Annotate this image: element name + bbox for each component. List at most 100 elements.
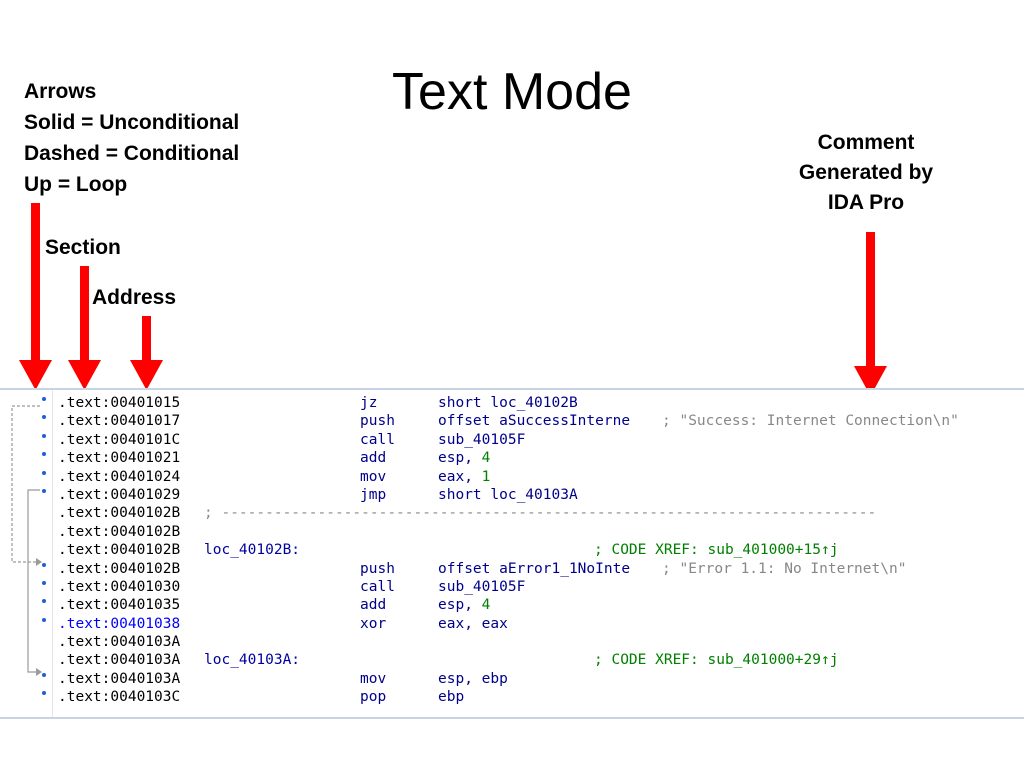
separator-comment: ; --------------------------------------… — [204, 505, 877, 522]
code-line[interactable]: .text:0040102B loc_40102B: ; CODE XREF: su… — [58, 541, 1018, 559]
code-mnemonic: call — [360, 578, 395, 595]
code-address[interactable]: .text:0040103A — [58, 634, 181, 651]
code-line[interactable]: .text:00401030 call sub_40105F — [58, 578, 1018, 596]
section-annotation: Section — [45, 236, 121, 259]
code-immediate: 4 — [472, 450, 491, 467]
address-pointer-shaft — [142, 316, 151, 368]
code-line[interactable]: .text:00401038 xor eax, eax — [58, 615, 1018, 633]
code-operands[interactable]: esp, 4 — [438, 450, 491, 467]
code-line[interactable]: .text:00401035 add esp, 4 — [58, 596, 1018, 614]
code-mnemonic: mov — [360, 670, 387, 687]
code-address[interactable]: .text:00401029 — [58, 486, 181, 503]
code-line[interactable]: .text:00401015 jz short loc_40102B — [58, 394, 1018, 412]
breakpoint-dot[interactable] — [42, 691, 46, 696]
code-operands[interactable]: short loc_40102B — [438, 395, 578, 411]
arrows-legend-up: Up = Loop — [24, 173, 128, 196]
code-address[interactable]: .text:00401038 — [58, 615, 181, 632]
code-line[interactable]: .text:00401024 mov eax, 1 — [58, 468, 1018, 486]
code-address[interactable]: .text:00401017 — [58, 413, 181, 430]
code-line[interactable]: .text:0040102B ; ------------------------… — [58, 504, 1018, 522]
address-annotation: Address — [92, 286, 177, 309]
xref-comment[interactable]: ; CODE XREF: sub_401000+29↑j — [594, 652, 839, 669]
unconditional-jump-arrow — [27, 489, 40, 673]
code-line[interactable]: .text:0040103A — [58, 633, 1018, 651]
code-address[interactable]: .text:0040102B — [58, 523, 181, 540]
code-address[interactable]: .text:0040102B — [58, 560, 181, 577]
code-mnemonic: add — [360, 597, 387, 614]
arrows-pointer-head — [19, 360, 52, 390]
breakpoint-dot[interactable] — [42, 617, 46, 622]
code-line[interactable]: .text:0040102B push offset aError1_1NoInte… — [58, 560, 1018, 578]
code-operands[interactable]: eax, 1 — [438, 468, 491, 485]
code-operands[interactable]: short loc_40103A — [438, 486, 578, 503]
comment-annotation-line-2: Generated by — [798, 161, 934, 184]
code-mnemonic: jz — [360, 395, 378, 411]
code-line[interactable]: .text:00401017 push offset aSuccessInterne… — [58, 412, 1018, 430]
arrows-legend-dashed: Dashed = Conditional — [24, 142, 240, 165]
code-address[interactable]: .text:00401015 — [58, 395, 181, 411]
code-address[interactable]: .text:0040103A — [58, 670, 181, 687]
breakpoint-dot[interactable] — [42, 489, 46, 493]
arrows-gutter — [0, 390, 53, 717]
code-address[interactable]: .text:00401030 — [58, 578, 181, 595]
code-address[interactable]: .text:00401021 — [58, 450, 181, 467]
code-mnemonic: push — [360, 560, 395, 577]
code-address[interactable]: .text:0040103A — [58, 652, 181, 669]
code-label[interactable]: loc_40103A: — [204, 652, 301, 669]
code-mnemonic: xor — [360, 615, 387, 632]
code-operands[interactable]: sub_40105F — [438, 431, 526, 448]
breakpoint-dot[interactable] — [42, 581, 46, 585]
comment-pointer-shaft — [866, 232, 875, 372]
code-line[interactable]: .text:0040101C call sub_40105F — [58, 431, 1018, 449]
conditional-arrow-head — [36, 558, 42, 566]
code-mnemonic: mov — [360, 468, 387, 485]
breakpoint-dot[interactable] — [42, 470, 46, 475]
code-comment: ; "Error 1.1: No Internet\n" — [662, 560, 907, 577]
code-immediate: 4 — [472, 597, 491, 614]
code-address[interactable]: .text:0040103C — [58, 689, 181, 706]
comment-pointer-head — [854, 366, 887, 396]
slide-title: Text Mode — [392, 63, 632, 121]
section-pointer-head — [68, 360, 101, 390]
code-operands[interactable]: offset aError1_1NoInte — [438, 560, 631, 577]
breakpoint-dot[interactable] — [42, 452, 46, 457]
branch-arrows — [11, 405, 42, 676]
code-address[interactable]: .text:00401024 — [58, 468, 181, 485]
code-line[interactable]: .text:0040103A mov esp, ebp — [58, 670, 1018, 688]
code-operands[interactable]: offset aSuccessInterne — [438, 413, 631, 430]
conditional-jump-arrow — [11, 405, 40, 563]
breakpoint-dot[interactable] — [42, 433, 46, 438]
xref-comment[interactable]: ; CODE XREF: sub_401000+15↑j — [594, 542, 839, 559]
code-operands[interactable]: esp, ebp — [438, 670, 508, 687]
breakpoint-dot[interactable] — [42, 415, 46, 420]
code-operands[interactable]: eax, eax — [438, 615, 508, 632]
breakpoint-dot[interactable] — [42, 397, 46, 401]
code-line[interactable]: .text:0040103A loc_40103A: ; CODE XREF: su… — [58, 651, 1018, 669]
code-comment: ; "Success: Internet Connection\n" — [662, 413, 959, 430]
breakpoint-dot[interactable] — [42, 673, 46, 677]
code-operands[interactable]: esp, 4 — [438, 597, 491, 614]
code-address[interactable]: .text:0040101C — [58, 431, 181, 448]
code-mnemonic: call — [360, 431, 395, 448]
code-address[interactable]: .text:0040102B — [58, 505, 181, 522]
breakpoint-dot[interactable] — [42, 562, 46, 567]
code-immediate: 1 — [472, 468, 491, 485]
arrows-legend-heading: Arrows — [24, 80, 97, 103]
comment-annotation-line-3: IDA Pro — [827, 191, 905, 214]
breakpoint-dot[interactable] — [42, 599, 46, 604]
arrows-pointer-shaft — [31, 203, 40, 369]
code-address[interactable]: .text:00401035 — [58, 597, 181, 614]
code-line[interactable]: .text:0040102B — [58, 523, 1018, 541]
code-operands[interactable]: sub_40105F — [438, 578, 526, 595]
code-address[interactable]: .text:0040102B — [58, 542, 181, 559]
code-mnemonic: push — [360, 413, 395, 430]
code-operands[interactable]: ebp — [438, 689, 465, 706]
code-label[interactable]: loc_40102B: — [204, 542, 301, 559]
comment-annotation-line-1: Comment — [817, 131, 915, 154]
comment-annotation: Comment Generated by IDA Pro — [786, 128, 946, 218]
